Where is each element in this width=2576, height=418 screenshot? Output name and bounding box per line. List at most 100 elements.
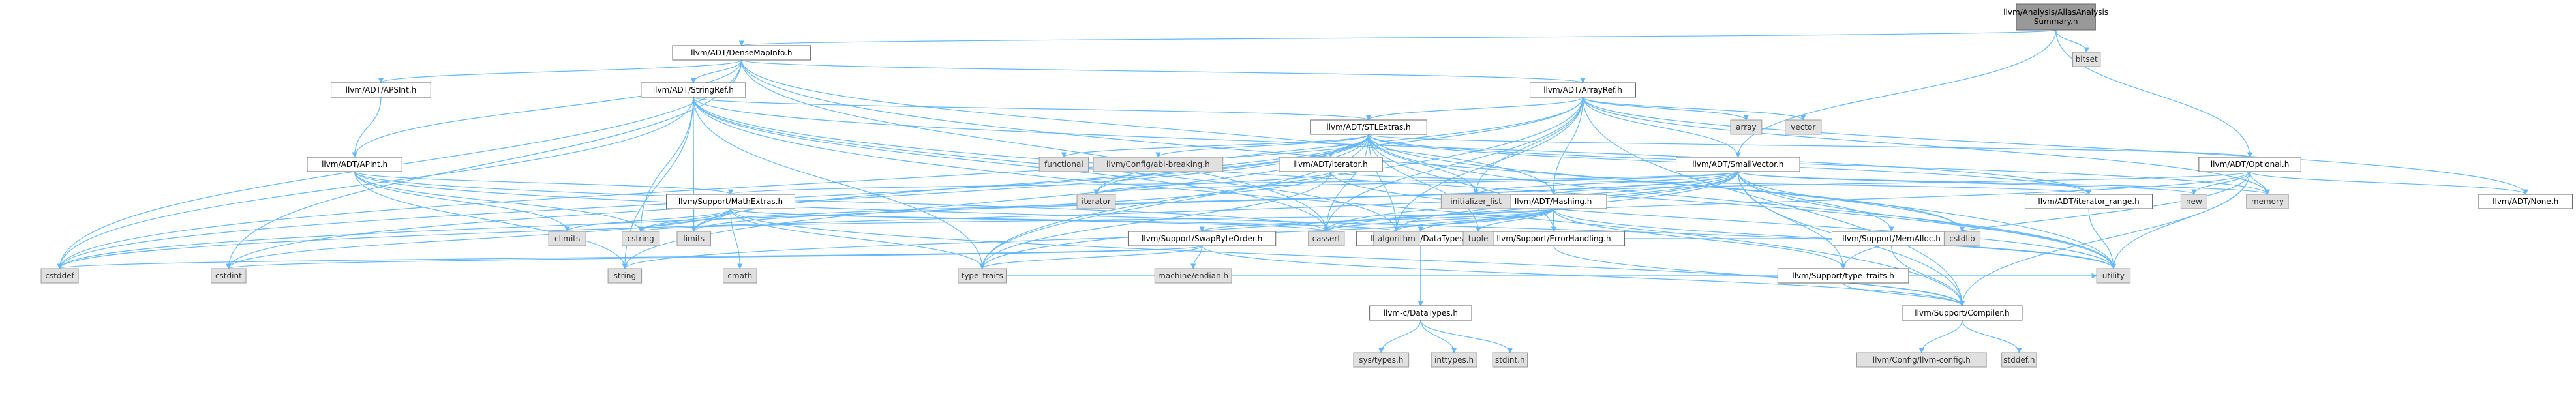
node-box <box>1431 352 1477 368</box>
edge-adtiterator-to-iterrange <box>1330 171 2091 195</box>
node-machine-endian-h: machine/endian.h <box>1154 268 1232 284</box>
edge-mathextras-to-limits <box>691 208 731 232</box>
edge-cdatatypes-to-stdint <box>1420 320 1513 353</box>
node-llvm-adt-optional-h[interactable]: llvm/ADT/Optional.h <box>2198 157 2301 172</box>
edge-stlextras-to-abibreak <box>1155 134 1369 158</box>
edge-smallvector-to-iterator <box>1093 171 1738 195</box>
edge-arrayref-to-nonehdr <box>1582 97 2528 195</box>
node-box <box>2180 194 2207 209</box>
edge-arrayref-to-array <box>1582 97 1750 121</box>
node-llvm-adt-apint-h[interactable]: llvm/ADT/APInt.h <box>307 157 402 172</box>
edge-densemapinfo-to-utility <box>741 59 2116 269</box>
node-llvm-adt-densemapinfo-h[interactable]: llvm/ADT/DenseMapInfo.h <box>672 45 811 61</box>
edge-densemapinfo-to-arrayref <box>741 59 1586 83</box>
edge-stringref-to-cstddef <box>57 97 694 269</box>
edge-stringref-to-compiler <box>693 97 1965 306</box>
node-llvm-support-type-traits-h[interactable]: llvm/Support/type_traits.h <box>1777 268 1909 284</box>
edge-apint-to-string <box>354 171 628 269</box>
node-box <box>1530 82 1636 98</box>
node-box <box>1373 231 1420 246</box>
node-box <box>2198 157 2301 172</box>
edge-arrayref-to-cstddef <box>57 97 1584 269</box>
node-llvm-adt-stlextras-h[interactable]: llvm/ADT/STLExtras.h <box>1310 119 1427 135</box>
node-box <box>1492 352 1528 368</box>
node-climits: climits <box>548 231 586 246</box>
node-box <box>1154 268 1232 284</box>
edge-smallvector-to-cstdlib <box>1737 171 1965 232</box>
edge-arrayref-to-vector <box>1582 97 1806 121</box>
edge-hashing-to-algorithm <box>1393 208 1554 232</box>
node-box <box>2072 52 2101 67</box>
node-label: llvm/ADT/iterator_range.h <box>2038 197 2139 206</box>
edge-stringref-to-cassert <box>693 97 1329 232</box>
node-llvm-support-errorhandling-h[interactable]: llvm/Support/ErrorHandling.h <box>1482 231 1626 246</box>
edge-swapbyte-to-cstdint <box>226 245 1203 269</box>
edge-mathextras-to-algorithm <box>730 208 1399 232</box>
node-box <box>2246 194 2289 209</box>
edge-arrayref-to-cassert <box>1324 97 1584 232</box>
node-box <box>1127 231 1277 246</box>
node-box <box>307 157 402 172</box>
edge-stringref-to-stlextras <box>693 97 1371 121</box>
node-llvm-adt-none-h[interactable]: llvm/ADT/None.h <box>2478 194 2573 209</box>
node-llvm-adt-hashing-h[interactable]: llvm/ADT/Hashing.h <box>1499 194 1607 209</box>
node-iterator: iterator <box>1076 194 1116 209</box>
node-box <box>666 194 795 209</box>
node-label: llvm/Support/Compiler.h <box>1915 308 2009 318</box>
node-llvm-adt-iterator-range-h[interactable]: llvm/ADT/iterator_range.h <box>2025 194 2153 209</box>
edge-root-to-bitset <box>2055 29 2089 53</box>
node-llvm-support-memalloc-h[interactable]: llvm/Support/MemAlloc.h <box>1831 231 1952 246</box>
node-label: cstdint <box>215 271 242 280</box>
node-label: utility <box>2102 271 2125 280</box>
node-llvm-support-swapbyteorder-h[interactable]: llvm/Support/SwapByteOrder.h <box>1127 231 1277 246</box>
node-label: llvm/ADT/STLExtras.h <box>1326 123 1410 132</box>
node-label: llvm/Support/SwapByteOrder.h <box>1142 234 1262 243</box>
edge-mathextras-to-cmath <box>730 208 743 269</box>
node-label: limits <box>683 234 705 243</box>
edge-stlextras-to-iterator <box>1093 134 1369 195</box>
edge-apsint-to-apint <box>352 97 382 158</box>
node-llvm-adt-arrayref-h[interactable]: llvm/ADT/ArrayRef.h <box>1530 82 1636 98</box>
node-memory: memory <box>2246 194 2289 209</box>
node-label: llvm/ADT/APSInt.h <box>346 85 417 95</box>
node-functional: functional <box>1038 157 1089 172</box>
edge-smallvector-to-typetraits <box>979 171 1738 269</box>
node-llvm-adt-smallvector-h[interactable]: llvm/ADT/SmallVector.h <box>1676 157 1800 172</box>
edge-mathextras-to-cstring <box>638 208 731 232</box>
edge-mathextras-to-climits <box>564 208 731 232</box>
edge-arrayref-to-compiler <box>1582 97 1965 306</box>
edge-optional-to-compiler <box>1959 171 2250 306</box>
node-label: llvm/Support/ErrorHandling.h <box>1496 234 1611 243</box>
node-label: tuple <box>1468 234 1489 243</box>
node-box <box>1676 157 1800 172</box>
node-label: initializer_list <box>1450 197 1502 206</box>
node-label: sys/types.h <box>1359 355 1403 365</box>
edge-mathextras-to-cassert <box>730 208 1329 232</box>
node-box <box>1856 352 1987 368</box>
edge-cdatatypes-to-systypes <box>1378 320 1421 353</box>
node-llvm-adt-stringref-h[interactable]: llvm/ADT/StringRef.h <box>641 82 746 98</box>
edge-smallvector-to-limits <box>691 171 1738 232</box>
node-llvm-adt-iterator-h[interactable]: llvm/ADT/iterator.h <box>1279 157 1383 172</box>
node-llvm-c-datatypes-h[interactable]: llvm-c/DataTypes.h <box>1369 305 1472 321</box>
node-label: climits <box>554 234 580 243</box>
edge-cdatatypes-to-inttypes <box>1420 320 1457 353</box>
edge-smallvector-to-initlist <box>1473 171 1738 195</box>
node-llvm-support-compiler-h[interactable]: llvm/Support/Compiler.h <box>1902 305 2023 321</box>
node-label: inttypes.h <box>1434 355 1474 365</box>
node-box <box>2096 268 2131 284</box>
edge-optional-to-new <box>2191 171 2250 195</box>
node-llvm-support-mathextras-h[interactable]: llvm/Support/MathExtras.h <box>666 194 795 209</box>
edge-optional-to-nonehdr <box>2249 171 2528 195</box>
node-label: llvm/Support/type_traits.h <box>1792 271 1894 280</box>
node-stdint-h: stdint.h <box>1492 352 1528 368</box>
node-label: vector <box>1791 123 1815 132</box>
node-box <box>1279 157 1383 172</box>
edge-hashing-to-swapbyte <box>1199 208 1554 232</box>
node-llvm-adt-apsint-h[interactable]: llvm/ADT/APSInt.h <box>331 82 431 98</box>
edge-typetraitsh-to-compiler <box>1843 282 1965 306</box>
node-label: stdint.h <box>1495 355 1525 365</box>
node-label: llvm-c/DataTypes.h <box>1384 308 1458 318</box>
node-label: llvm/ADT/None.h <box>2493 197 2558 206</box>
